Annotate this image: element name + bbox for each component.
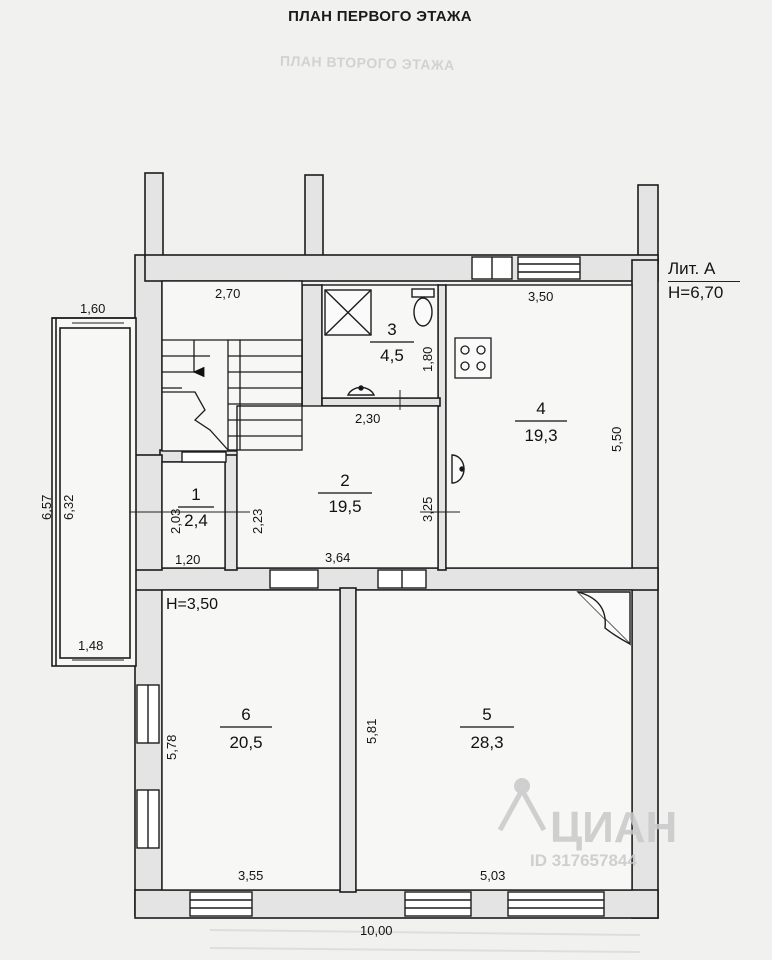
room-4-number: 4 [536, 399, 545, 418]
dim-room1-width: 1,20 [175, 552, 200, 567]
litera-block: Лит. А H=6,70 [668, 258, 748, 304]
dimension-labels: 2,70 3,50 5,50 1,80 2,30 3,25 3,64 2,23 … [39, 286, 624, 938]
dim-stair-width: 2,70 [215, 286, 240, 301]
dim-total-width: 10,00 [360, 923, 393, 938]
room-5-number: 5 [482, 705, 491, 724]
room-fills [161, 280, 633, 891]
veranda [51, 317, 137, 667]
bath-fixtures [324, 288, 465, 484]
dimension-lines [55, 322, 460, 661]
litera-name: Лит. А [668, 259, 716, 278]
room-2-number: 2 [340, 471, 349, 490]
dim-room5-width: 5,03 [480, 868, 505, 883]
plan-title: ПЛАН ПЕРВОГО ЭТАЖА [288, 8, 472, 25]
windows [136, 256, 605, 917]
dim-room4-height: 5,50 [609, 427, 624, 452]
dim-veranda-inner: 6,32 [61, 495, 76, 520]
dim-room2-width: 3,64 [325, 550, 350, 565]
watermark-brand: ЦИАН [550, 803, 677, 852]
height-label: H=3,50 [166, 596, 218, 613]
dim-veranda-bottom: 1,48 [78, 638, 103, 653]
room-labels: 1 2,4 2 19,5 3 4,5 4 19,3 5 28,3 6 20,5 [178, 320, 567, 752]
dim-room1-height: 2,03 [168, 509, 183, 534]
room-5-area: 28,3 [470, 733, 503, 752]
room-6-area: 20,5 [229, 733, 262, 752]
corner-stove-icon [576, 591, 631, 646]
watermark: ЦИАН ID 317657844 [497, 778, 677, 870]
dim-veranda-outer: 6,57 [39, 495, 54, 520]
dim-room4-width: 3,50 [528, 289, 553, 304]
room-1-number: 1 [191, 485, 200, 504]
dim-room2-height: 3,25 [420, 497, 435, 522]
cian-logo-icon [497, 778, 547, 832]
watermark-id: ID 317657844 [530, 851, 637, 870]
litera-height: H=6,70 [668, 283, 724, 302]
dim-veranda-top: 1,60 [80, 301, 105, 316]
dim-room5-height: 5,81 [364, 719, 379, 744]
room-6-number: 6 [241, 705, 250, 724]
dim-bath-width: 2,30 [355, 411, 380, 426]
litera-rule [668, 281, 740, 282]
dim-room6-height: 5,78 [164, 735, 179, 760]
room-3-area: 4,5 [380, 346, 404, 365]
room-3-number: 3 [387, 320, 396, 339]
stove-icon [454, 337, 492, 379]
dim-bath-height: 1,80 [420, 347, 435, 372]
room-2-area: 19,5 [328, 497, 361, 516]
staircase [162, 339, 303, 451]
dim-room6-width: 3,55 [238, 868, 263, 883]
dim-room2-left-height: 2,23 [250, 509, 265, 534]
room-1-area: 2,4 [184, 511, 208, 530]
room-4-area: 19,3 [524, 426, 557, 445]
